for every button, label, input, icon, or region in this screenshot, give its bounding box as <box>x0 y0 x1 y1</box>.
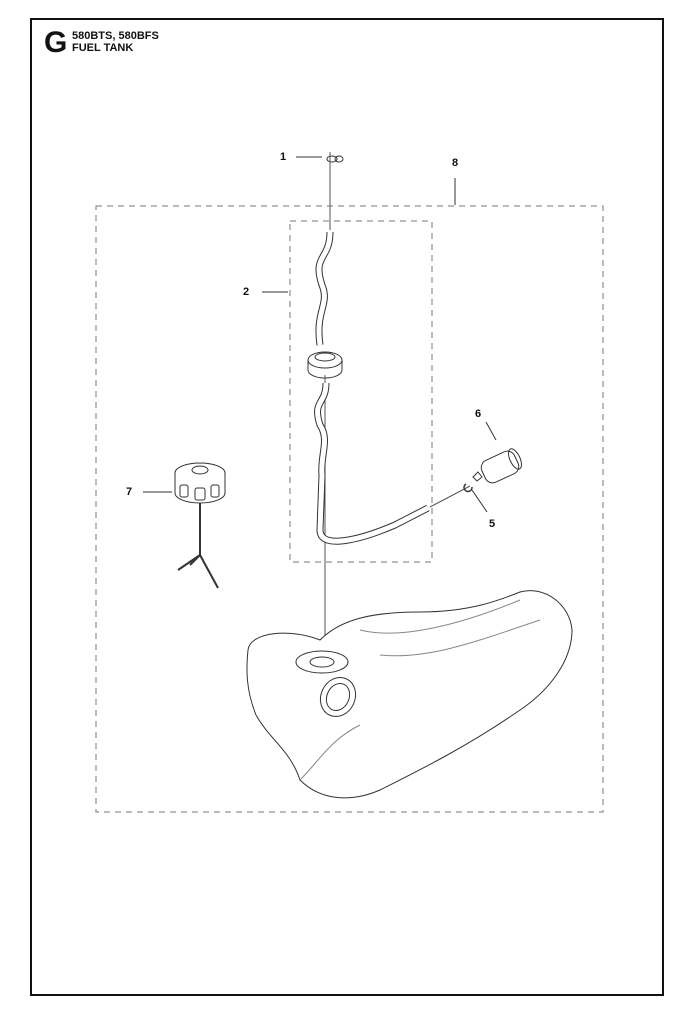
assembly-box-2 <box>289 220 433 563</box>
callout-1: 1 <box>280 151 287 163</box>
fuel-cap-icon <box>174 462 226 589</box>
model-names: 580BTS, 580BFS <box>72 30 159 42</box>
callout-2: 2 <box>243 286 250 298</box>
hose-clip-icon <box>463 483 473 493</box>
leader-5 <box>471 489 488 513</box>
callout-8: 8 <box>452 157 459 169</box>
callout-7: 7 <box>126 486 133 498</box>
section-letter: G <box>44 26 68 59</box>
fuel-filter-icon <box>472 448 522 484</box>
section-title: FUEL TANK <box>72 42 134 54</box>
grommet-icon <box>307 351 343 379</box>
fuel-tank-icon <box>246 590 573 799</box>
callout-6: 6 <box>475 408 482 420</box>
assembly-box-8 <box>95 205 604 813</box>
callout-5: 5 <box>489 518 496 530</box>
clip-icon <box>326 155 344 163</box>
page-frame <box>30 18 664 996</box>
leader-6 <box>485 421 497 441</box>
section-heading: 580BTS, 580BFS FUEL TANK <box>72 30 159 54</box>
